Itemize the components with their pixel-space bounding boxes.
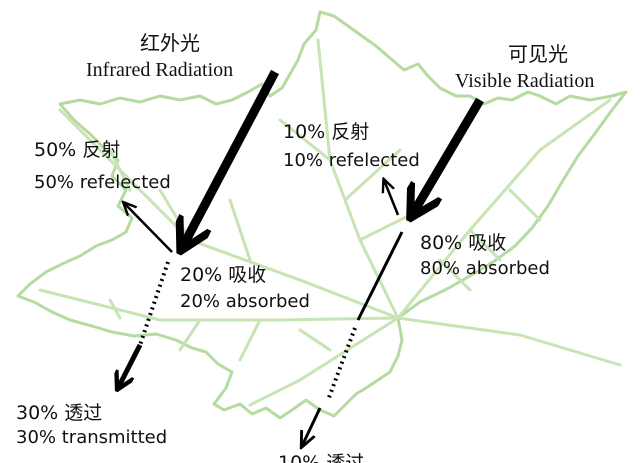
visible-title-en: Visible Radiation — [455, 70, 595, 92]
infrared-title-en: Infrared Radiation — [86, 59, 234, 81]
visible-reflected-en: 10% refelected — [283, 150, 420, 171]
infrared-reflected-zh: 50% 反射 — [34, 139, 121, 161]
visible-reflected-arrow — [384, 180, 400, 216]
infrared-reflected-en: 50% refelected — [34, 172, 171, 193]
infrared-title-zh: 红外光 — [140, 31, 200, 55]
infrared-arrows — [118, 69, 279, 388]
infrared-absorbed-en: 20% absorbed — [180, 291, 310, 312]
leaf-outline — [16, 10, 628, 420]
visible-incoming-arrow — [412, 97, 484, 215]
visible-arrows — [302, 97, 484, 446]
visible-absorbed-en: 80% absorbed — [420, 258, 550, 279]
infrared-incoming-arrow — [182, 69, 279, 248]
visible-title-zh: 可见光 — [508, 42, 568, 66]
infrared-transmitted-zh: 30% 透过 — [16, 402, 103, 424]
visible-transmitted-zh: 10% 透过 — [278, 452, 365, 463]
visible-transmitted-dotted — [326, 327, 357, 401]
visible-transmitted-arrow — [302, 407, 322, 446]
visible-absorbed-path — [356, 231, 404, 321]
visible-reflected-zh: 10% 反射 — [283, 121, 370, 143]
infrared-transmitted-arrow — [118, 343, 143, 388]
infrared-transmitted-en: 30% transmitted — [16, 427, 168, 448]
visible-absorbed-zh: 80% 吸收 — [420, 232, 507, 254]
infrared-reflected-arrow — [124, 203, 173, 253]
infrared-transmitted-dotted — [138, 261, 170, 346]
infrared-absorbed-zh: 20% 吸收 — [180, 264, 267, 286]
